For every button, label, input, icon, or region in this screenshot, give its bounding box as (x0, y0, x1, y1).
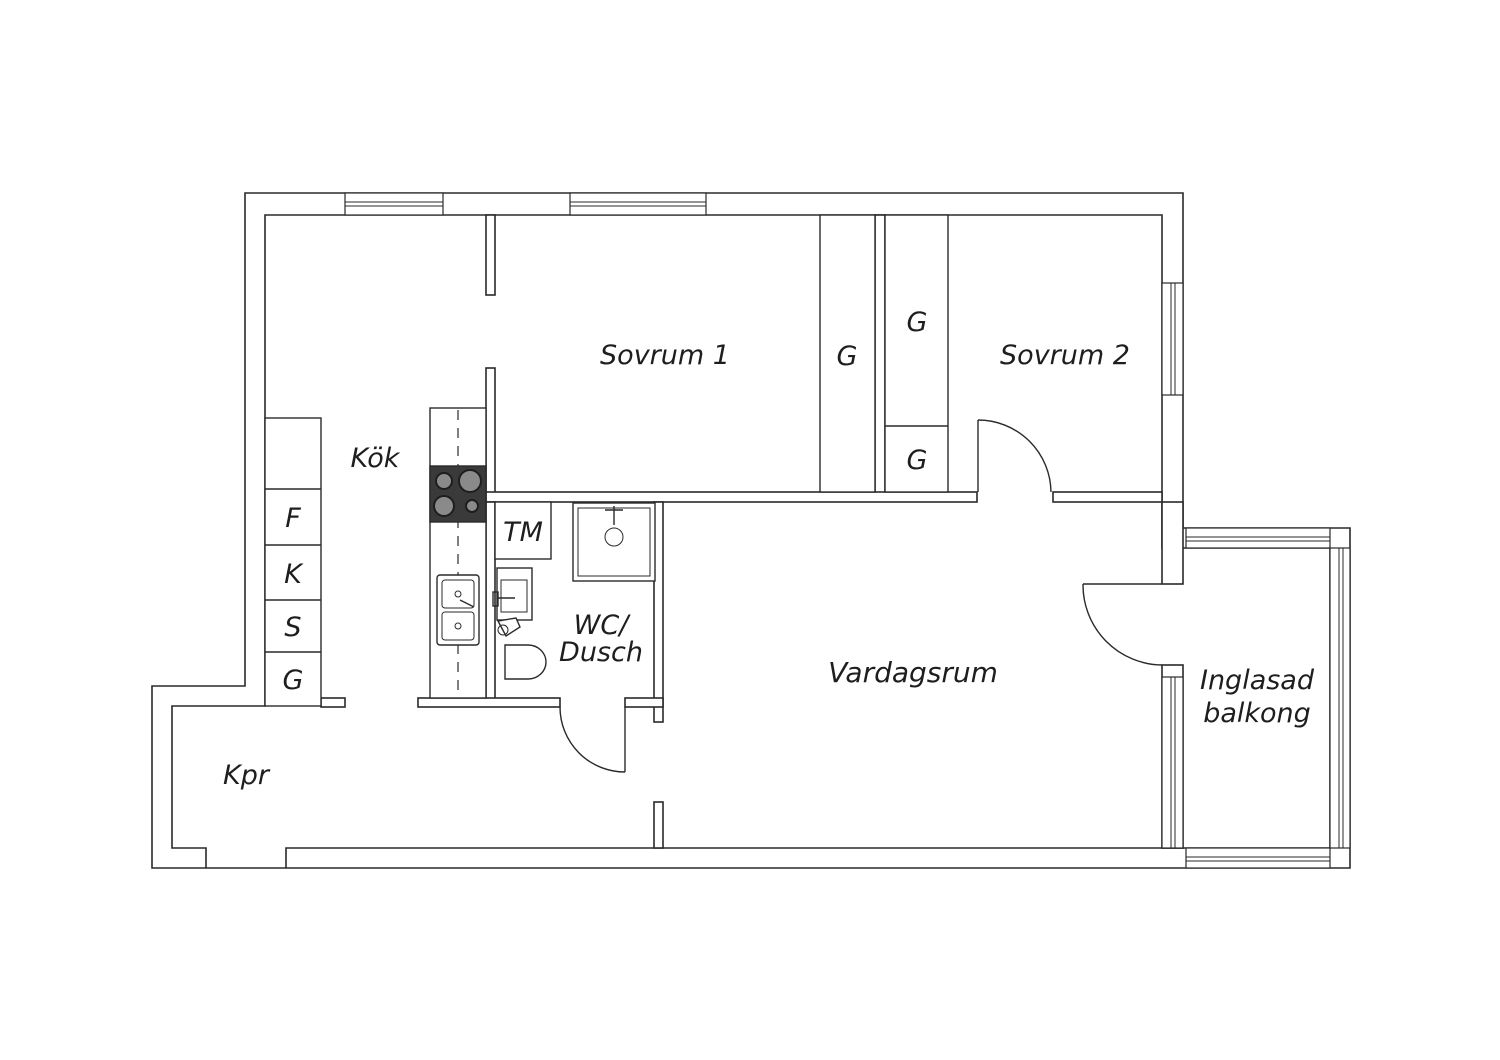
window-living-balcony (1161, 676, 1184, 849)
window-kitchen (344, 192, 444, 216)
room-label-kitchen: Kök (351, 443, 401, 474)
wall-hall-living-stub (653, 801, 664, 849)
wall-bath-bottom-left (417, 697, 561, 708)
window-balcony-top (1185, 527, 1331, 549)
room-label-balcony-line2: balkong (1203, 698, 1311, 729)
door-bedroom2 (977, 419, 1052, 493)
door-balcony (1082, 583, 1163, 666)
room-label-living: Vardagsrum (828, 656, 998, 689)
fixture-label-wardrobe-bed1: G (837, 341, 858, 372)
window-balcony-right (1329, 547, 1351, 849)
wall-bed1-bed2 (874, 214, 886, 499)
room-label-bathroom-line1: WC/ (574, 610, 632, 641)
fixture-label-s: S (284, 612, 301, 643)
kitchen-sink (436, 574, 480, 646)
wall-bedrooms-bottom (485, 491, 978, 503)
fixture-label-wardrobe-bed2-bottom: G (907, 445, 928, 476)
wall-bedrooms-bottom-right (1052, 491, 1163, 503)
wall-bath-bottom-right (624, 697, 664, 708)
wardrobe-bedroom1 (819, 214, 876, 493)
washing-machine (494, 501, 552, 560)
wardrobe-bedroom2 (884, 214, 949, 493)
wall-kitchen-stub (320, 697, 346, 708)
window-bedroom1 (569, 192, 707, 216)
fixture-label-g: G (283, 665, 304, 696)
wall-kitchen-bed1-lower (485, 367, 496, 499)
wall-living-balcony-upper (1161, 501, 1184, 585)
window-bedroom2 (1161, 282, 1184, 396)
fixture-label-wardrobe-bed2-top: G (907, 307, 928, 338)
stove (429, 465, 487, 523)
wall-bath-right-upper (653, 501, 664, 723)
room-label-bathroom-line2: Dusch (559, 637, 643, 668)
wall-kitchen-bed1-upper (485, 214, 496, 296)
fixture-label-washer: TM (503, 517, 543, 548)
kitchen-cabinets-left (264, 417, 322, 707)
window-balcony-bottom (1185, 847, 1331, 869)
toilet (496, 617, 547, 680)
bathroom-sink (492, 567, 533, 621)
shower (572, 502, 656, 582)
fixture-label-k: K (284, 559, 304, 590)
kitchen-counter (429, 407, 487, 699)
room-label-bedroom2: Sovrum 2 (1000, 340, 1130, 371)
room-label-balcony-line1: Inglasad (1200, 665, 1315, 696)
room-label-hallway: Kpr (223, 760, 271, 791)
fixture-label-fridge: F (285, 503, 301, 534)
door-bathroom (559, 706, 626, 773)
room-label-bedroom1: Sovrum 1 (600, 340, 730, 371)
